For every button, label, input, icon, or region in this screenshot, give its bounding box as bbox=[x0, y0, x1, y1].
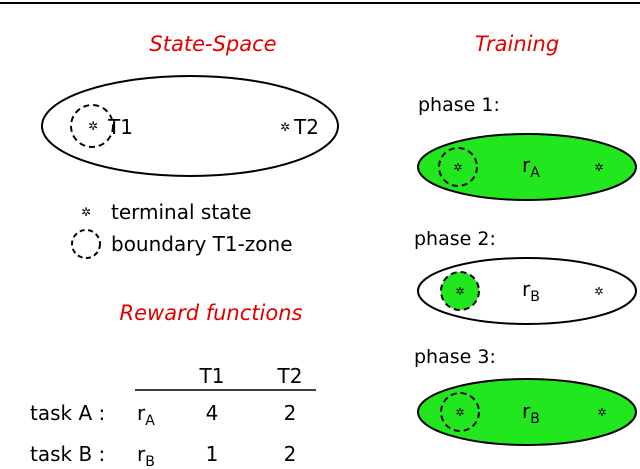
state-space-ellipse bbox=[41, 75, 339, 177]
heading-reward-functions: Reward functions bbox=[120, 301, 303, 325]
phase-3-label: phase 3: bbox=[414, 346, 496, 368]
phase-1-zone-circle bbox=[438, 147, 478, 187]
phase-3: phase 3: ✲ ✲ rB bbox=[414, 346, 637, 446]
star-icon: ✲ bbox=[455, 406, 464, 419]
star-icon: ✲ bbox=[455, 285, 464, 298]
legend: ✲ terminal state boundary T1-zone bbox=[71, 200, 293, 259]
phase-3-reward: rB bbox=[522, 399, 540, 427]
star-icon: ✲ bbox=[280, 120, 290, 134]
reward-table: T1 T2 task A : rA 4 2 task B : rB 1 2 bbox=[30, 364, 316, 469]
star-icon: ✲ bbox=[88, 119, 98, 133]
cell-b-t2: 2 bbox=[284, 442, 297, 466]
row-a-reward: rA bbox=[137, 401, 155, 429]
state-space-diagram: ✲ T1 ✲ T2 bbox=[41, 75, 339, 177]
heading-state-space: State-Space bbox=[149, 32, 276, 56]
t1-label: T1 bbox=[107, 115, 133, 139]
phase-1-reward: rA bbox=[522, 153, 540, 181]
row-b-reward: rB bbox=[137, 442, 155, 469]
phase-2: phase 2: ✲ ✲ rB bbox=[414, 228, 637, 325]
legend-boundary-zone: boundary T1-zone bbox=[111, 232, 293, 256]
t1-zone-circle bbox=[70, 104, 114, 148]
star-icon: ✲ bbox=[597, 406, 606, 419]
column-header-t2: T2 bbox=[277, 364, 303, 388]
star-icon: ✲ bbox=[594, 285, 603, 298]
dashed-circle-icon bbox=[71, 229, 101, 259]
column-header-t1: T1 bbox=[199, 364, 225, 388]
phase-3-zone-circle bbox=[440, 392, 480, 432]
cell-a-t1: 4 bbox=[206, 401, 219, 425]
row-task-a: task A : bbox=[30, 401, 105, 425]
legend-terminal-state: terminal state bbox=[111, 200, 252, 224]
cell-b-t1: 1 bbox=[206, 442, 219, 466]
t2-label: T2 bbox=[293, 115, 319, 139]
cell-a-t2: 2 bbox=[284, 401, 297, 425]
phase-2-zone-circle bbox=[440, 271, 480, 311]
star-icon: ✲ bbox=[81, 205, 91, 219]
phase-2-ellipse bbox=[417, 257, 637, 325]
phase-2-reward: rB bbox=[522, 277, 540, 305]
phase-1-label: phase 1: bbox=[418, 94, 500, 116]
heading-training: Training bbox=[475, 32, 559, 56]
phase-1: phase 1: ✲ ✲ rA bbox=[417, 94, 637, 201]
phase-3-ellipse bbox=[417, 378, 637, 446]
row-task-b: task B : bbox=[30, 442, 105, 466]
star-icon: ✲ bbox=[453, 161, 462, 174]
star-icon: ✲ bbox=[594, 161, 603, 174]
phase-2-label: phase 2: bbox=[414, 228, 496, 250]
phase-1-ellipse bbox=[417, 133, 637, 201]
